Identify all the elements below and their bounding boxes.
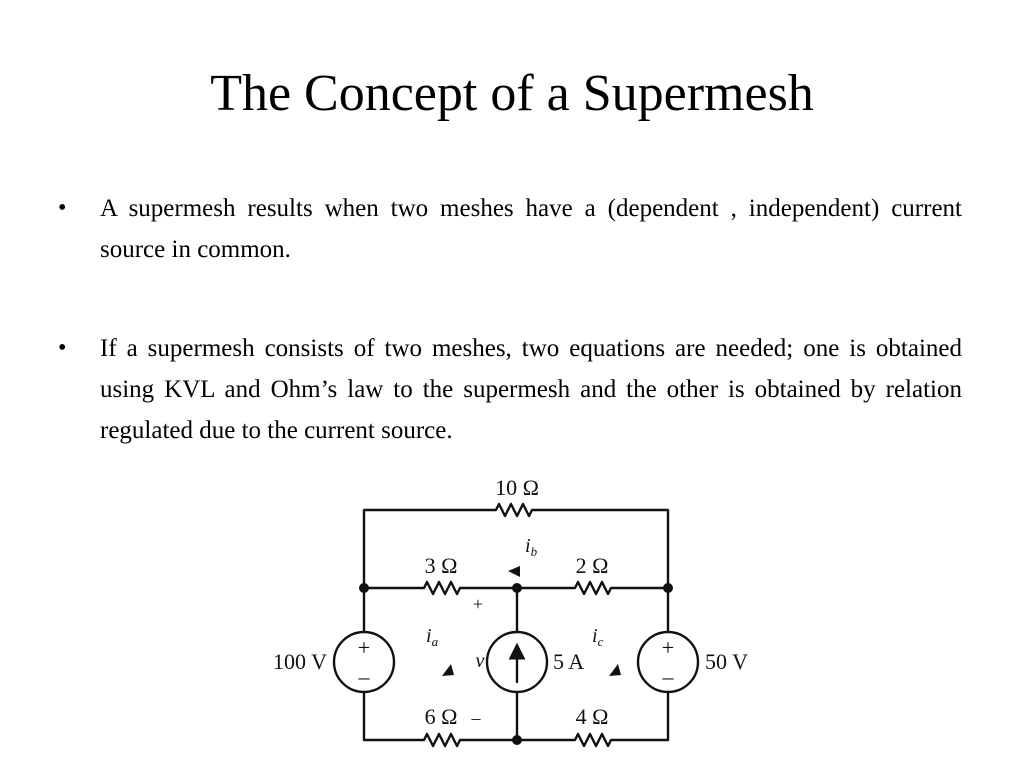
left-voltage-source <box>332 630 396 694</box>
mesh-current-b-label: ib <box>525 535 538 559</box>
bullet-dot-icon: • <box>58 195 67 221</box>
mesh-b-arrow-icon <box>508 566 520 577</box>
right-voltage-label: 50 V <box>705 649 748 674</box>
left-source-plus: + <box>358 635 370 660</box>
bullet-dot-icon: • <box>58 335 67 361</box>
mesh-c-arrow-icon <box>609 664 621 676</box>
left-source-minus: – <box>358 664 371 689</box>
node-dot <box>512 583 522 593</box>
vc-plus-mark: + <box>473 594 483 614</box>
slide-title: The Concept of a Supermesh <box>210 65 814 122</box>
bullet-item-supermesh-equations: • If a supermesh consists of two meshes,… <box>58 328 962 451</box>
resistor-label-4-ohm: 4 Ω <box>576 704 609 729</box>
mesh-a-arrow-icon <box>442 664 454 676</box>
right-source-minus: – <box>662 664 675 689</box>
mesh-current-c-label: ic <box>592 625 604 649</box>
bullet-list: • A supermesh results when two meshes ha… <box>58 188 962 509</box>
right-source-plus: + <box>662 635 674 660</box>
current-source-label: 5 A <box>553 649 584 674</box>
node-dot <box>359 583 369 593</box>
mesh-current-a-label: ia <box>426 625 439 649</box>
resistor-label-6-ohm: 6 Ω <box>425 704 458 729</box>
resistor-label-2-ohm: 2 Ω <box>576 553 609 578</box>
top-wire <box>362 502 670 590</box>
node-dot <box>663 583 673 593</box>
left-voltage-label: 100 V <box>273 649 327 674</box>
resistor-label-10-ohm: 10 Ω <box>495 475 539 500</box>
right-voltage-source <box>636 630 700 694</box>
bullet-text: If a supermesh consists of two meshes, t… <box>100 335 962 444</box>
vc-label: v <box>476 650 485 672</box>
resistor-label-3-ohm: 3 Ω <box>425 553 458 578</box>
current-source <box>485 630 549 694</box>
vc-minus-mark: – <box>471 708 482 728</box>
bullet-text: A supermesh results when two meshes have… <box>100 195 962 263</box>
node-dot <box>512 735 522 745</box>
bullet-item-supermesh-definition: • A supermesh results when two meshes ha… <box>58 188 962 270</box>
